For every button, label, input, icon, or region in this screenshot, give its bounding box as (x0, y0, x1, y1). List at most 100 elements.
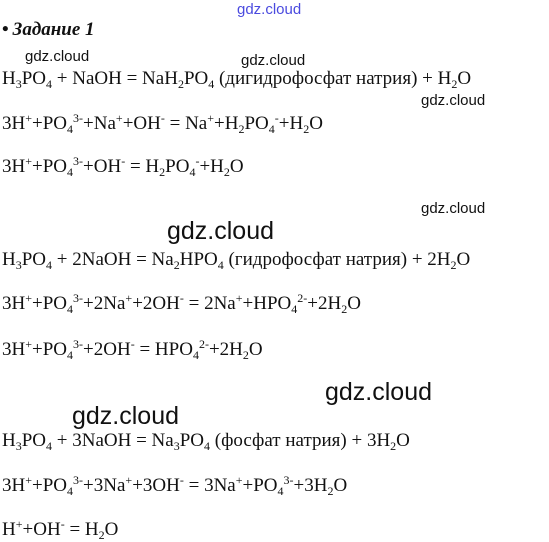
eq1-ionic-full: 3H++PO43-+Na++OH- = Na++H2PO4-+H2O (2, 111, 323, 136)
superscript: 3- (73, 337, 84, 351)
eq2-molecular: H3PO4 + 2NaOH = Na2HPO4 (гидрофосфат нат… (2, 249, 470, 271)
task-heading: •Задание 1 (2, 19, 95, 41)
subscript: 4 (208, 77, 215, 91)
eq3-ionic-full: 3H++PO43-+3Na++3OH- = 3Na++PO43-+3H2O (2, 473, 347, 498)
formula-text: PO (244, 113, 269, 134)
superscript: 2- (198, 337, 209, 351)
formula-text: PO (179, 430, 205, 451)
formula-text: +2H (208, 339, 243, 360)
formula-text: HPO (179, 249, 218, 270)
formula-text: +2OH (83, 339, 131, 360)
formula-text: +OH (83, 156, 122, 177)
formula-text: PO (21, 249, 47, 270)
formula-text: 3H (2, 475, 26, 496)
formula-text: +Na (83, 113, 116, 134)
formula-text: +H (214, 113, 239, 134)
formula-text: +3OH (132, 475, 180, 496)
formula-text: H (2, 430, 16, 451)
superscript: + (207, 111, 215, 125)
formula-text: 3H (2, 156, 26, 177)
formula-text: = H (64, 519, 99, 540)
formula-text: 3H (2, 293, 26, 314)
formula-text: +2Na (83, 293, 126, 314)
subscript: 3 (173, 439, 180, 453)
formula-text: O (104, 519, 119, 540)
subscript: 4 (189, 165, 196, 179)
formula-text: +PO (32, 475, 68, 496)
watermark: gdz.cloud (241, 52, 306, 69)
subscript: 2 (341, 302, 348, 316)
formula-text: 3H (2, 113, 26, 134)
formula-text: +PO (32, 113, 68, 134)
formula-text: (гидрофосфат натрия) + 2H (223, 249, 451, 270)
formula-text: +OH (22, 519, 61, 540)
superscript: - (121, 154, 126, 168)
subscript: 2 (451, 77, 458, 91)
superscript: - (130, 337, 135, 351)
formula-text: O (396, 430, 410, 451)
superscript: - (60, 517, 65, 531)
superscript: + (25, 337, 33, 351)
watermark: gdz.cloud (167, 217, 275, 245)
formula-text: + NaOH = NaH (52, 68, 178, 89)
subscript: 2 (223, 165, 230, 179)
eq2-ionic-full: 3H++PO43-+2Na++2OH- = 2Na++HPO42-+2H2O (2, 291, 361, 316)
formula-text: +PO (32, 293, 68, 314)
bullet: • (2, 19, 9, 40)
subscript: 4 (67, 165, 74, 179)
superscript: + (235, 473, 243, 487)
watermark: gdz.cloud (25, 48, 90, 65)
formula-text: + 3NaOH = Na (52, 430, 174, 451)
subscript: 2 (327, 484, 334, 498)
formula-text: +H (199, 156, 224, 177)
superscript: + (25, 111, 33, 125)
subscript: 3 (15, 439, 22, 453)
eq1-ionic-short: 3H++PO43-+OH- = H2PO4-+H2O (2, 154, 244, 179)
formula-text: O (456, 249, 471, 270)
formula-text: = H (125, 156, 160, 177)
superscript: - (179, 291, 184, 305)
formula-text: = Na (164, 113, 208, 134)
subscript: 4 (67, 348, 74, 362)
subscript: 2 (303, 122, 310, 136)
formula-text: H (2, 249, 16, 270)
formula-text: PO (21, 430, 47, 451)
formula-text: H (2, 68, 16, 89)
subscript: 4 (67, 484, 74, 498)
formula-text: +PO (32, 339, 68, 360)
formula-text: +HPO (242, 293, 292, 314)
superscript: + (25, 291, 33, 305)
subscript: 2 (238, 122, 245, 136)
subscript: 4 (204, 439, 211, 453)
subscript: 2 (450, 258, 457, 272)
eq2-ionic-short: 3H++PO43-+2OH- = HPO42-+2H2O (2, 337, 263, 362)
formula-text: +3Na (83, 475, 126, 496)
formula-text: O (309, 113, 323, 134)
superscript: + (115, 111, 123, 125)
formula-text: PO (165, 156, 190, 177)
subscript: 4 (46, 439, 53, 453)
superscript: 2- (297, 291, 308, 305)
subscript: 4 (67, 302, 74, 316)
formula-text: = 2Na (183, 293, 236, 314)
watermark: gdz.cloud (421, 92, 486, 109)
subscript: 4 (46, 77, 53, 91)
formula-text: + 2NaOH = Na (52, 249, 174, 270)
subscript: 4 (67, 122, 74, 136)
superscript: - (160, 111, 165, 125)
superscript: 3- (73, 291, 84, 305)
superscript: + (25, 473, 33, 487)
formula-text: O (229, 156, 244, 177)
superscript: 3- (73, 111, 84, 125)
formula-text: O (347, 293, 361, 314)
subscript: 2 (177, 77, 184, 91)
superscript: - (195, 154, 200, 168)
superscript: 3- (73, 473, 84, 487)
superscript: + (125, 291, 133, 305)
eq3-ionic-short: H++OH- = H2O (2, 517, 119, 541)
subscript: 2 (390, 439, 397, 453)
subscript: 3 (15, 77, 22, 91)
eq1-molecular: H3PO4 + NaOH = NaH2PO4 (дигидрофосфат на… (2, 68, 471, 90)
formula-text: +2H (307, 293, 342, 314)
superscript: + (25, 154, 33, 168)
